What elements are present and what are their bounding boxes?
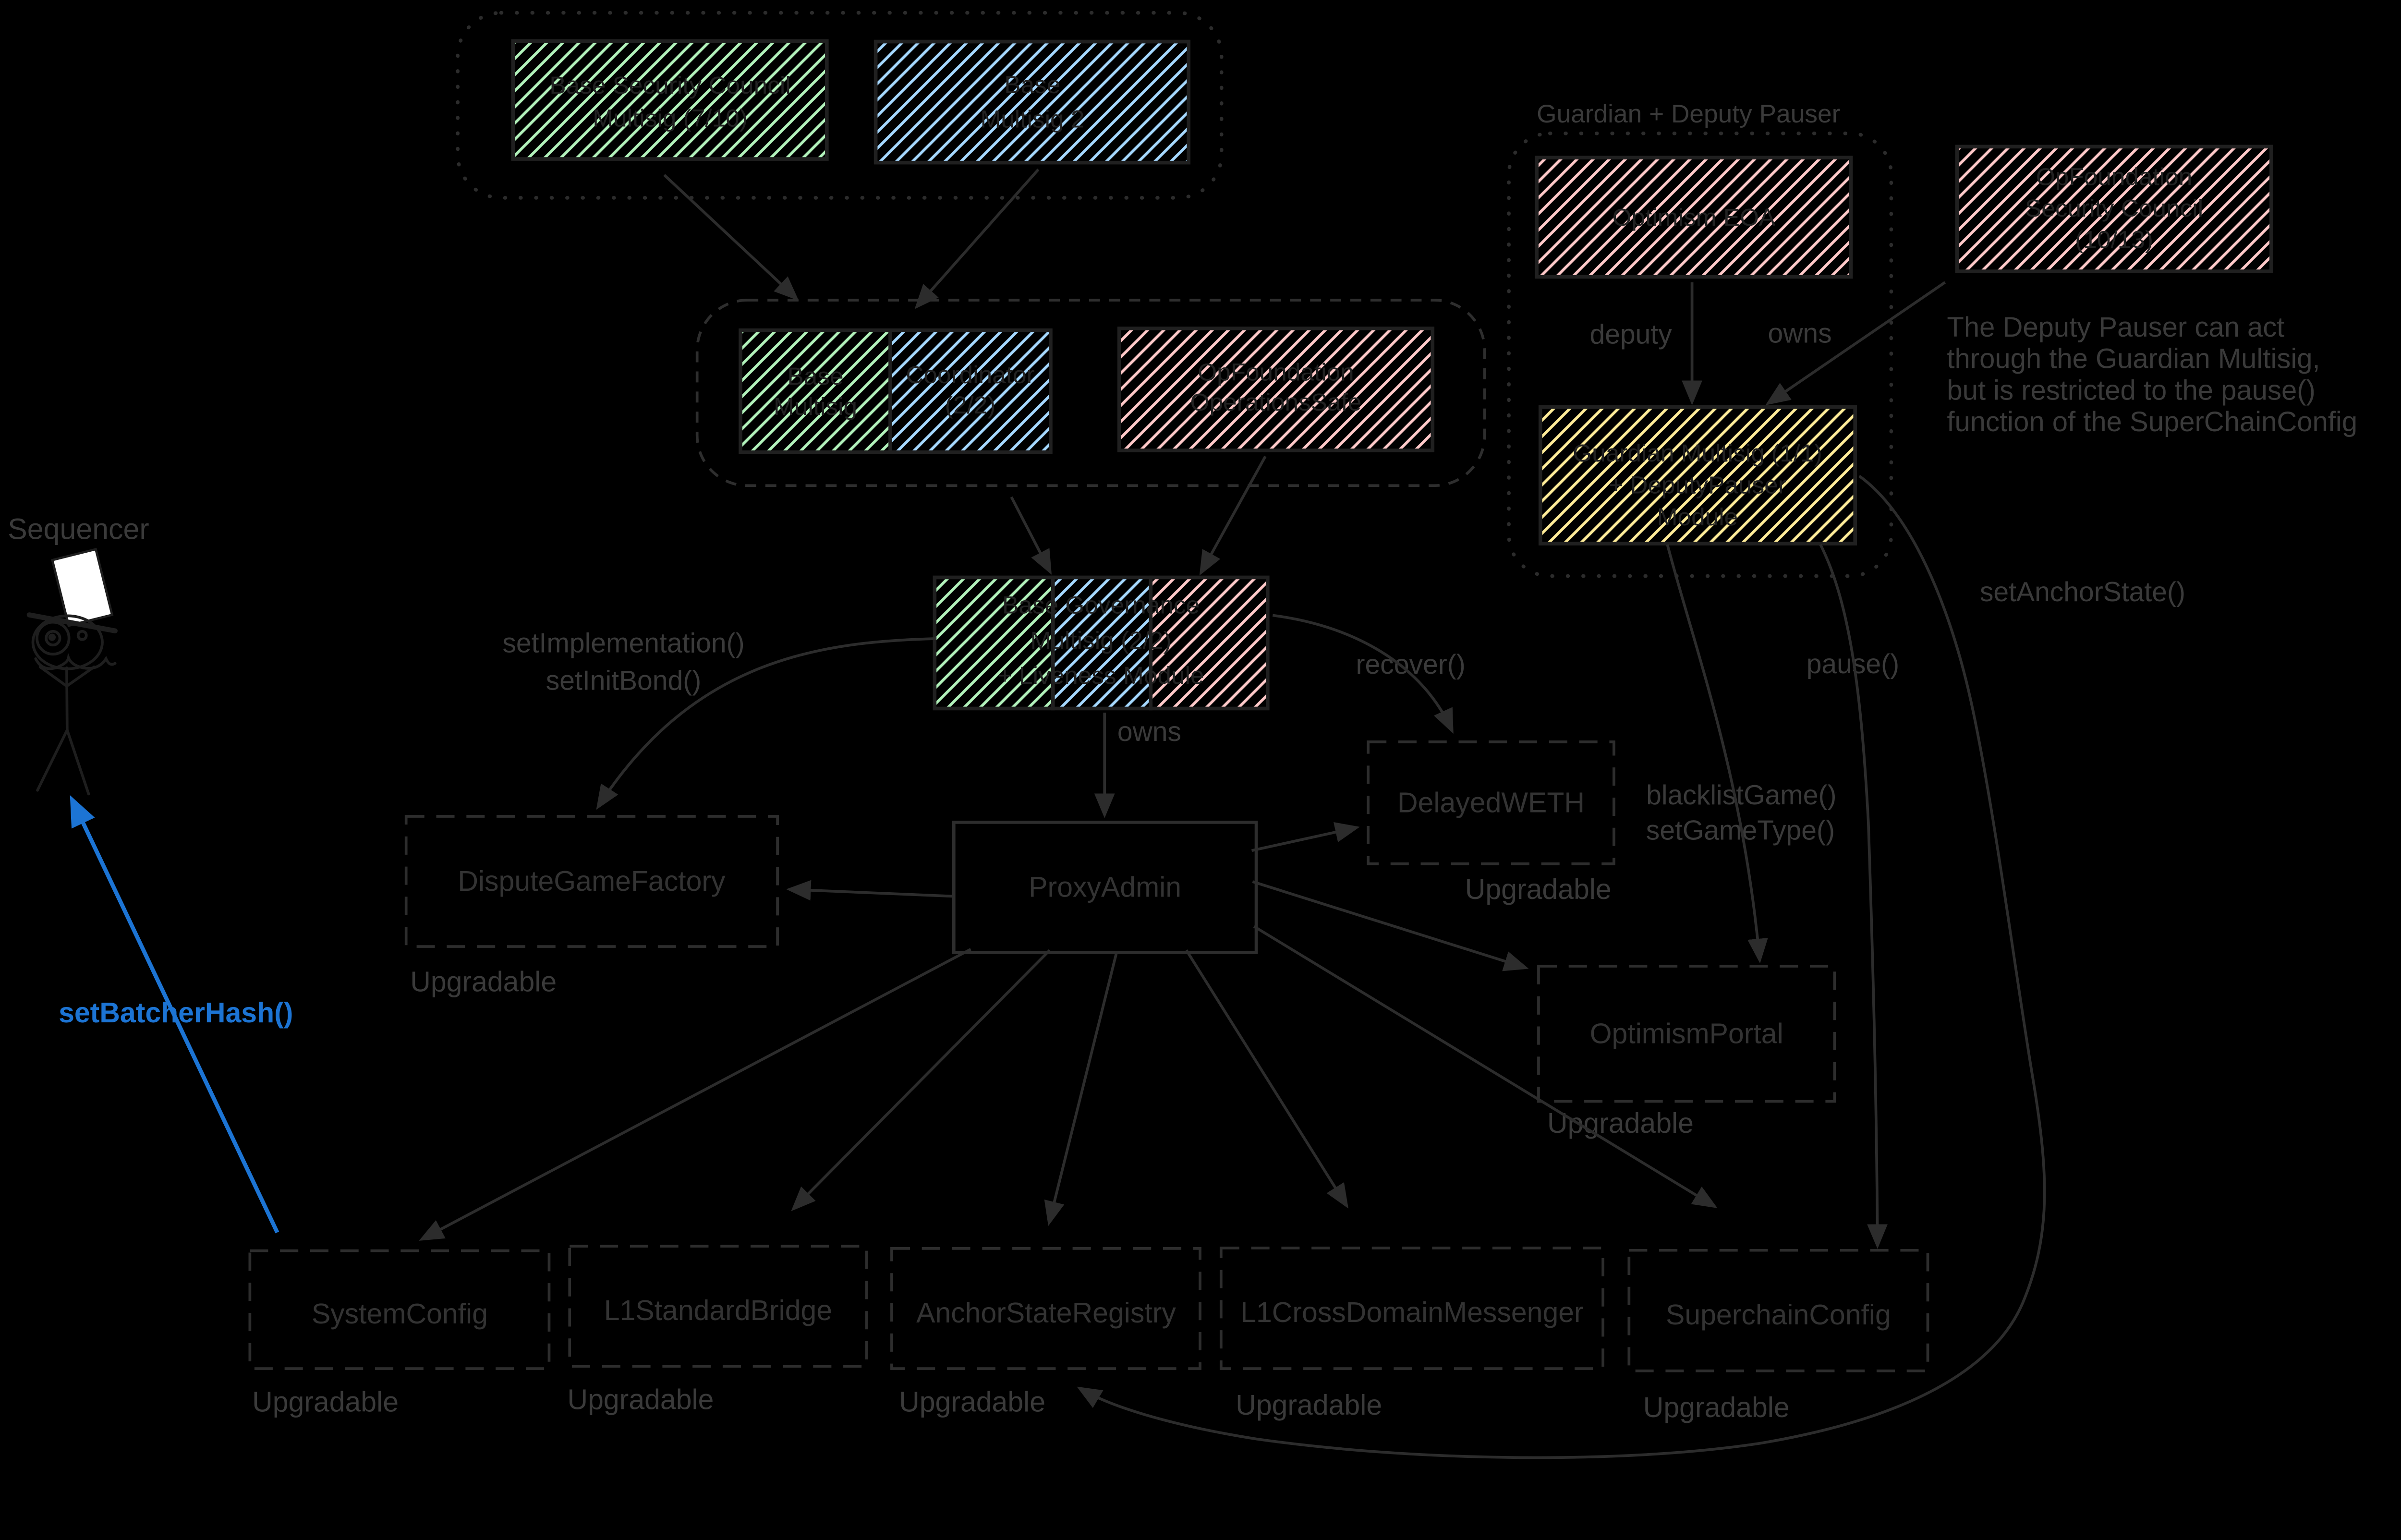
svg-text:Upgradable: Upgradable (899, 1386, 1045, 1418)
svg-text:Base: Base (1004, 71, 1060, 98)
svg-text:(10/13): (10/13) (2075, 226, 2153, 254)
svg-text:Upgradable: Upgradable (410, 966, 557, 997)
svg-text:SystemConfig: SystemConfig (312, 1298, 488, 1330)
svg-text:Base Governance: Base Governance (1002, 592, 1200, 619)
svg-text:Upgradable: Upgradable (1236, 1390, 1382, 1421)
svg-text:+ Liveness Module: + Liveness Module (998, 662, 1204, 689)
svg-text:L1StandardBridge: L1StandardBridge (604, 1295, 832, 1326)
svg-text:OptimismPortal: OptimismPortal (1590, 1019, 1783, 1050)
svg-text:Base: Base (788, 363, 844, 390)
svg-text:setAnchorState(): setAnchorState() (1980, 577, 2185, 607)
svg-text:SuperchainConfig: SuperchainConfig (1666, 1299, 1891, 1331)
svg-text:but is restricted to the pause: but is restricted to the pause() (1947, 375, 2315, 406)
svg-text:Multisig: Multisig (774, 393, 857, 420)
svg-text:function of the SuperChainConf: function of the SuperChainConfig (1947, 406, 2357, 437)
svg-text:Upgradable: Upgradable (1465, 874, 1612, 905)
svg-text:DisputeGameFactory: DisputeGameFactory (458, 866, 726, 897)
svg-text:DelayedWETH: DelayedWETH (1397, 787, 1585, 818)
svg-text:(2/2): (2/2) (945, 391, 996, 419)
svg-text:Multisig (7/10): Multisig (7/10) (593, 105, 748, 132)
svg-text:through the Guardian Multisig,: through the Guardian Multisig, (1947, 343, 2320, 375)
svg-text:Guardian + Deputy Pauser: Guardian + Deputy Pauser (1537, 100, 1840, 128)
svg-text:ProxyAdmin: ProxyAdmin (1029, 872, 1181, 903)
svg-text:owns: owns (1117, 716, 1181, 747)
svg-text:OpFoundation: OpFoundation (1198, 358, 1354, 386)
svg-text:L1CrossDomainMessenger: L1CrossDomainMessenger (1240, 1297, 1583, 1328)
svg-text:Coordinator: Coordinator (906, 361, 1034, 388)
svg-text:Upgradable: Upgradable (568, 1384, 714, 1416)
svg-text:Guardian Multisig (1/1): Guardian Multisig (1/1) (1573, 439, 1822, 467)
svg-text:OpFoundation: OpFoundation (2036, 163, 2193, 190)
svg-text:setBatcherHash(): setBatcherHash() (59, 997, 293, 1029)
svg-text:AnchorStateRegistry: AnchorStateRegistry (916, 1297, 1176, 1329)
svg-text:Multisig 2: Multisig 2 (980, 105, 1084, 133)
svg-text:Upgradable: Upgradable (1547, 1108, 1694, 1139)
svg-text:The Deputy Pauser can act: The Deputy Pauser can act (1947, 312, 2284, 343)
svg-text:Upgradable: Upgradable (252, 1386, 399, 1418)
svg-text:owns: owns (1768, 318, 1831, 349)
svg-text:OperationsSafe: OperationsSafe (1190, 388, 1362, 416)
svg-text:Security Council: Security Council (2025, 194, 2203, 222)
svg-text:+ DeputyPauser: + DeputyPauser (1609, 471, 1786, 498)
svg-text:setInitBond(): setInitBond() (546, 665, 702, 696)
svg-text:blacklistGame(): blacklistGame() (1646, 780, 1836, 811)
svg-text:Base Security Council: Base Security Council (549, 72, 790, 99)
svg-text:setImplementation(): setImplementation() (502, 628, 744, 658)
svg-text:deputy: deputy (1589, 319, 1672, 350)
svg-text:Optimism EOA: Optimism EOA (1613, 204, 1776, 231)
svg-text:Sequencer: Sequencer (8, 513, 149, 546)
svg-text:Multisig (2/2): Multisig (2/2) (1031, 627, 1172, 654)
svg-text:Upgradable: Upgradable (1643, 1392, 1790, 1423)
svg-text:Module: Module (1657, 503, 1738, 531)
